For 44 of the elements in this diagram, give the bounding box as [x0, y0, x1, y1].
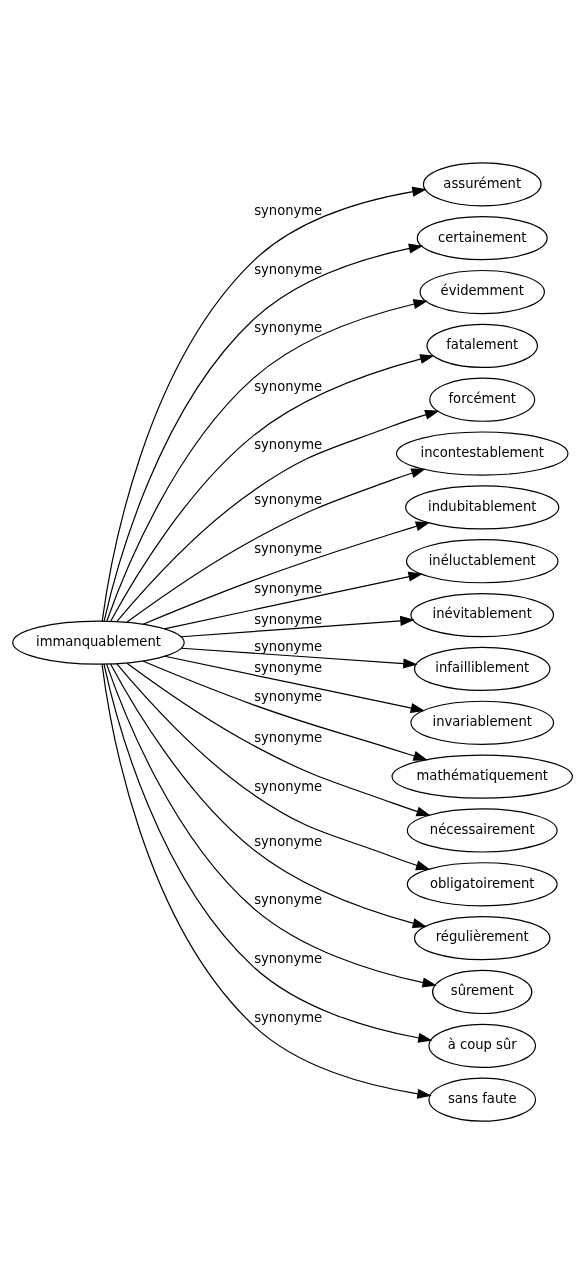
arrow: [126, 467, 426, 623]
edge-label: synonyme: [254, 729, 323, 745]
arrow: [110, 353, 435, 622]
edge-label: synonyme: [254, 202, 323, 218]
edge-label: synonyme: [254, 638, 323, 654]
arrow: [180, 615, 415, 637]
edge-label: synonyme: [254, 688, 323, 704]
arrow: [164, 655, 426, 713]
arrow: [106, 663, 437, 987]
arrow: [106, 298, 428, 622]
edge-label: synonyme: [254, 611, 323, 627]
edge-label: synonyme: [254, 1009, 323, 1025]
node-ellipse: sûrement: [432, 969, 533, 1014]
node-ellipse: fatalement: [426, 323, 538, 368]
arrow: [163, 571, 423, 629]
arrow: [116, 662, 431, 870]
node-ellipse: immanquablement: [12, 619, 185, 665]
edge-label: synonyme: [254, 891, 323, 907]
edge-label: synonyme: [254, 319, 323, 335]
arrow: [142, 659, 428, 761]
edge-label: synonyme: [254, 540, 323, 556]
edge-label: synonyme: [254, 659, 323, 675]
node-ellipse: forcément: [429, 377, 536, 422]
edge-label: synonyme: [254, 261, 323, 277]
arrow: [109, 662, 428, 928]
node-ellipse: inévitablement: [410, 592, 555, 637]
arrow: [116, 409, 440, 622]
edge-label: synonyme: [254, 950, 323, 966]
edge-label: synonyme: [254, 833, 323, 849]
node-ellipse: mathématiquement: [391, 753, 573, 799]
edge-label: synonyme: [254, 436, 323, 452]
arrow: [126, 662, 431, 816]
node-ellipse: sans faute: [428, 1077, 537, 1122]
node-ellipse: à coup sûr: [428, 1023, 537, 1068]
edge-label: synonyme: [254, 580, 323, 596]
edge-label: synonyme: [254, 491, 323, 507]
edge-label: synonyme: [254, 378, 323, 394]
node-ellipse: évidemment: [419, 269, 545, 314]
node-ellipse: certainement: [416, 215, 548, 260]
node-ellipse: infailliblement: [413, 646, 551, 691]
edge-label: synonyme: [254, 778, 323, 794]
node-ellipse: assurément: [422, 161, 542, 206]
arrow: [142, 520, 431, 625]
arrow: [180, 647, 418, 669]
